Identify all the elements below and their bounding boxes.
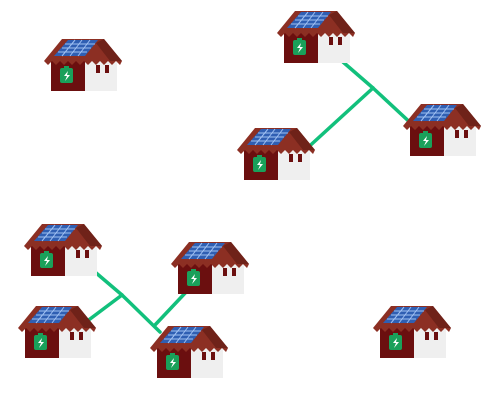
connection-line xyxy=(93,270,124,297)
connection-line xyxy=(341,60,375,90)
solar-house-icon xyxy=(372,305,452,359)
solar-house-icon xyxy=(170,241,250,295)
solar-house-icon xyxy=(236,127,316,181)
solar-house-icon xyxy=(276,10,356,64)
solar-house-icon xyxy=(43,38,123,92)
connection-line xyxy=(301,86,375,154)
solar-house-icon xyxy=(23,223,103,277)
solar-house-icon xyxy=(149,325,229,379)
solar-house-icon xyxy=(402,103,482,157)
solar-house-icon xyxy=(17,305,97,359)
connection-line xyxy=(153,288,190,327)
